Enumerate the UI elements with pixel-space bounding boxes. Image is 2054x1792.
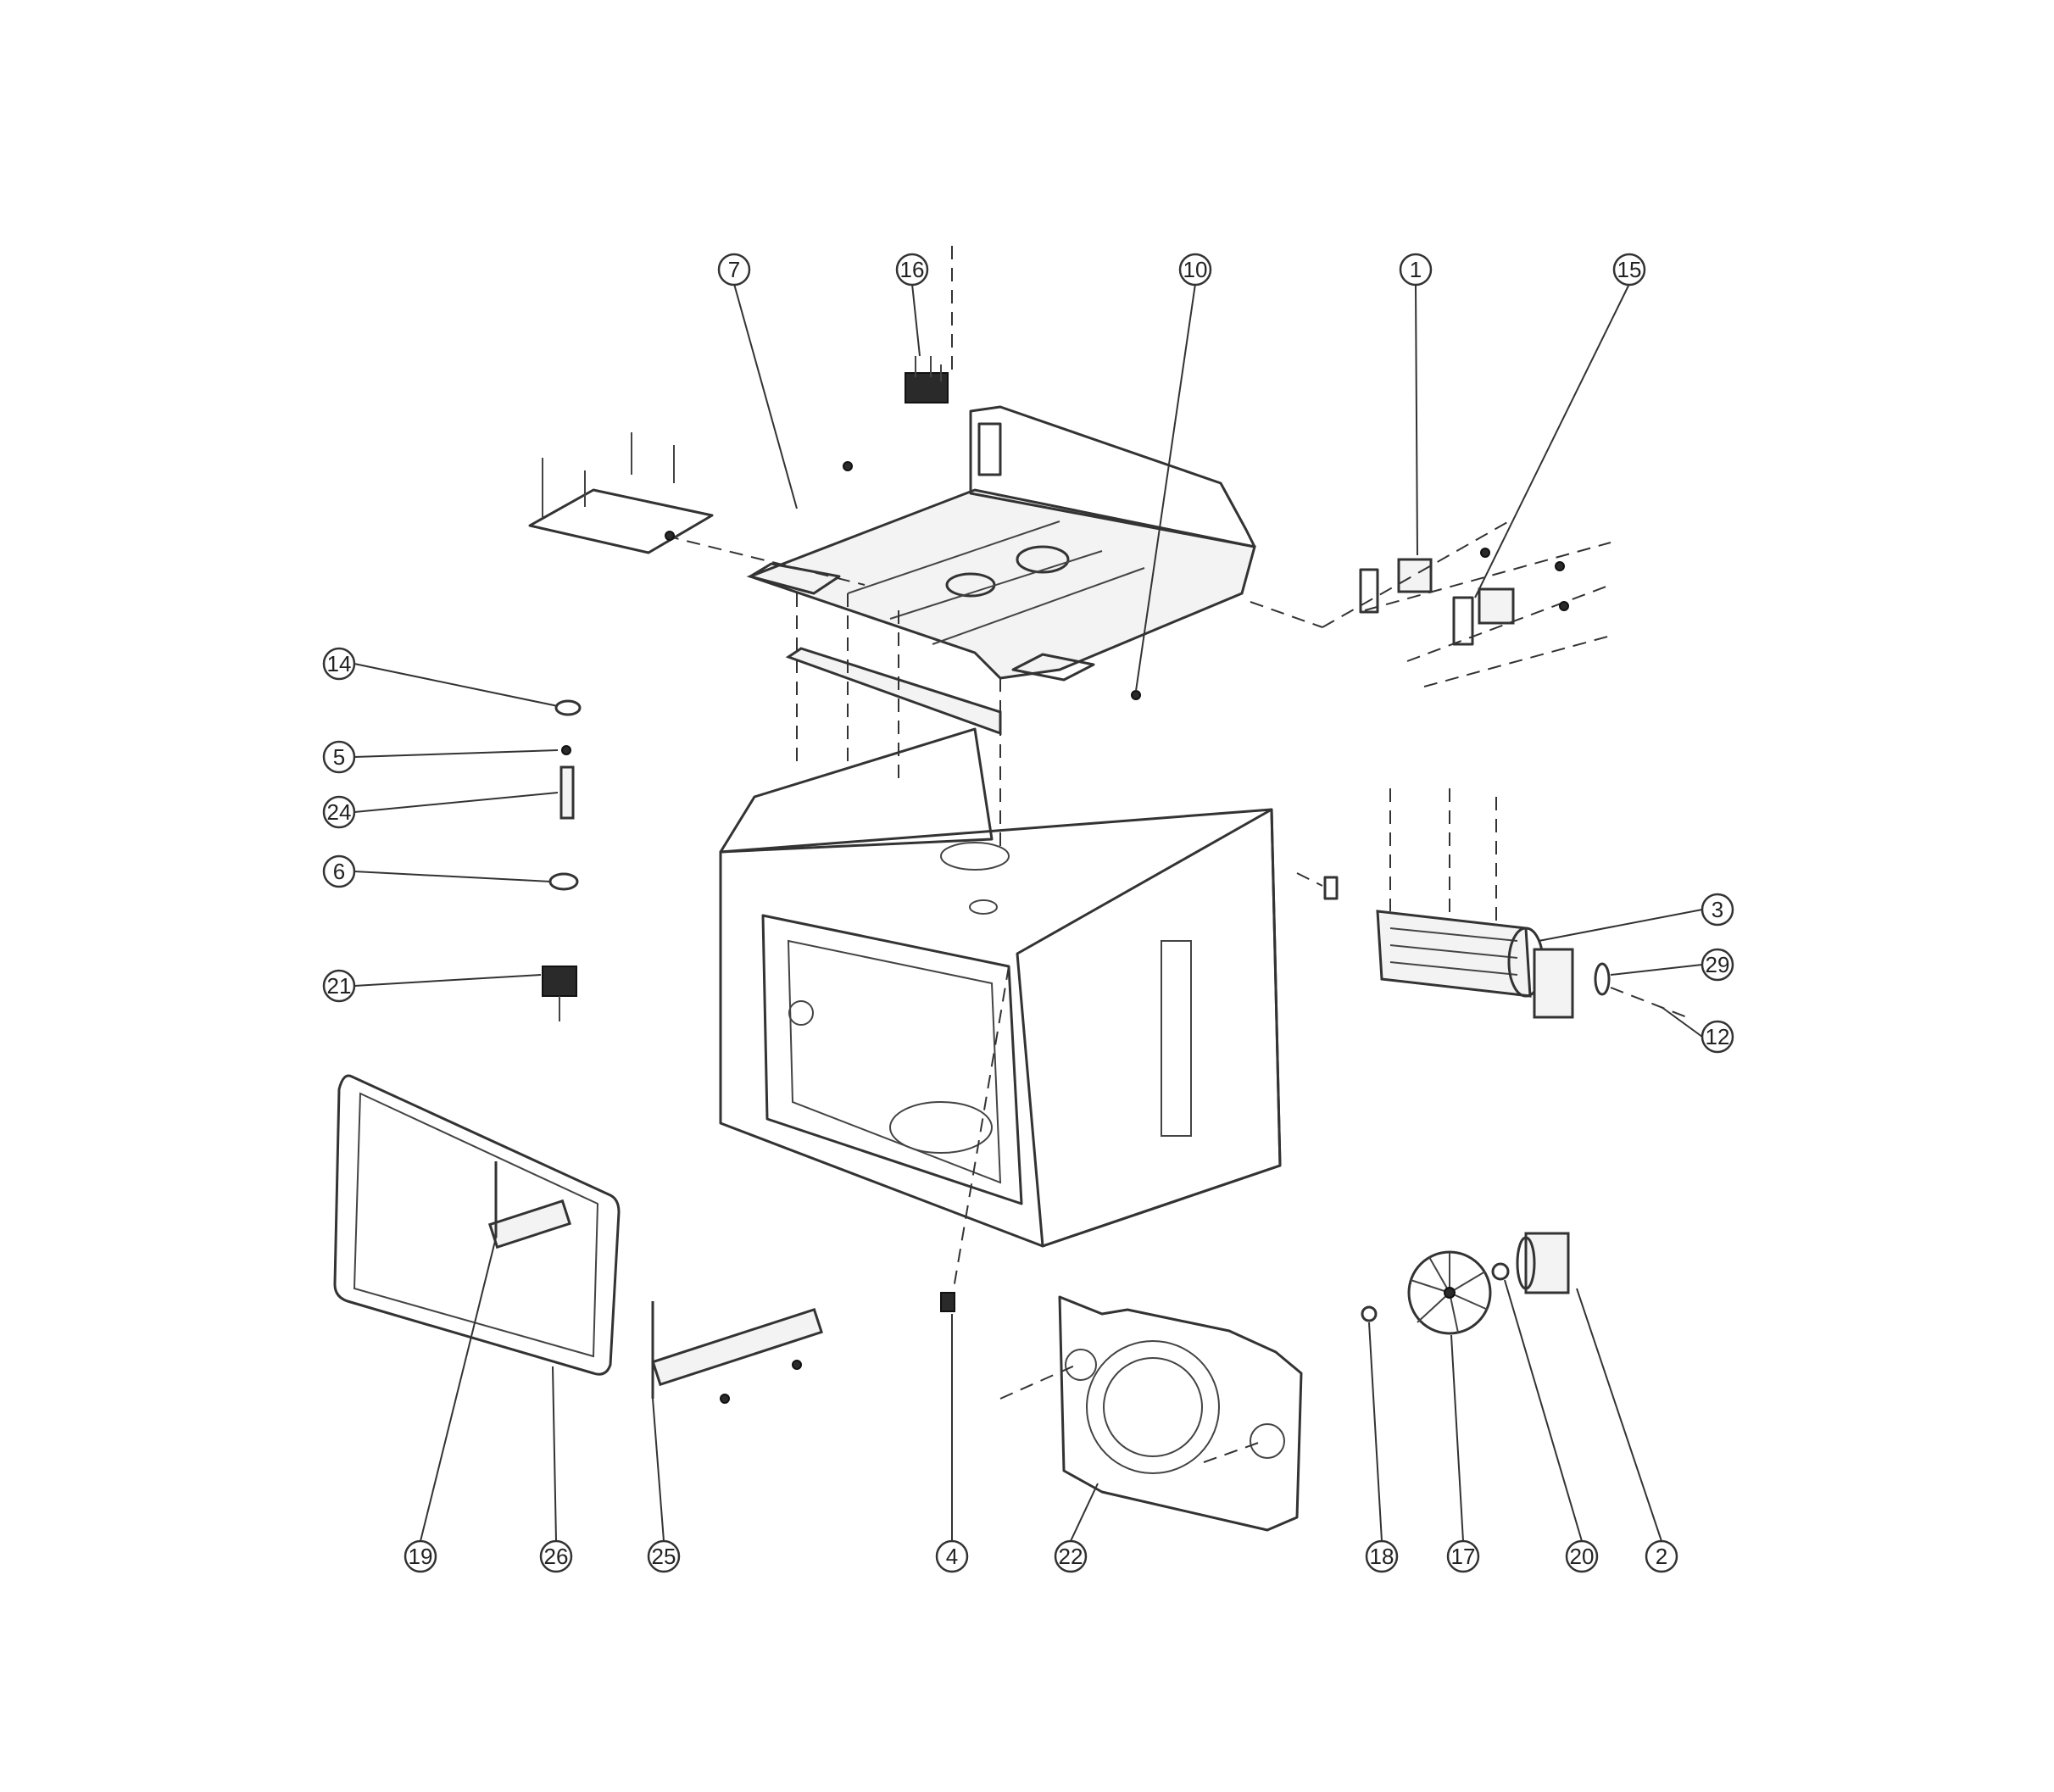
svg-text:15: 15	[1617, 257, 1642, 282]
top-plate-assembly	[528, 246, 1323, 848]
svg-text:18: 18	[1370, 1544, 1394, 1569]
svg-text:20: 20	[1570, 1544, 1595, 1569]
callout-12: 12	[1701, 1020, 1734, 1054]
svg-text:3: 3	[1712, 897, 1723, 922]
svg-text:2: 2	[1656, 1544, 1667, 1569]
callout-26: 26	[539, 1539, 573, 1573]
callout-1: 1	[1399, 253, 1433, 287]
fan-motor-assembly	[1296, 788, 1688, 1019]
convection-fan-parts	[1361, 1232, 1570, 1335]
callout-15: 15	[1612, 253, 1646, 287]
callout-10: 10	[1178, 253, 1212, 287]
svg-text:1: 1	[1410, 257, 1422, 282]
callout-21: 21	[322, 969, 356, 1003]
svg-text:6: 6	[333, 859, 345, 884]
svg-text:4: 4	[946, 1544, 958, 1569]
callout-3: 3	[1701, 893, 1734, 927]
svg-text:22: 22	[1059, 1544, 1083, 1569]
left-stack-parts	[542, 699, 582, 1021]
callout-17: 17	[1446, 1539, 1480, 1573]
svg-text:29: 29	[1706, 952, 1730, 977]
callout-7: 7	[717, 253, 751, 287]
svg-text:5: 5	[333, 744, 345, 770]
svg-text:10: 10	[1183, 257, 1208, 282]
callout-16: 16	[895, 253, 929, 287]
switch-assembly	[1322, 520, 1611, 687]
svg-text:7: 7	[728, 257, 740, 282]
svg-text:12: 12	[1706, 1024, 1730, 1049]
door-and-hinges	[333, 1074, 955, 1404]
callout-29: 29	[1701, 948, 1734, 982]
oven-cavity	[719, 727, 1282, 1289]
callout-22: 22	[1054, 1539, 1088, 1573]
callout-2: 2	[1645, 1539, 1678, 1573]
callout-25: 25	[647, 1539, 681, 1573]
callout-20: 20	[1565, 1539, 1599, 1573]
svg-text:25: 25	[652, 1544, 676, 1569]
svg-text:17: 17	[1451, 1544, 1476, 1569]
svg-text:26: 26	[544, 1544, 569, 1569]
svg-text:14: 14	[327, 651, 352, 676]
callout-6: 6	[322, 854, 356, 888]
svg-text:21: 21	[327, 973, 352, 999]
svg-text:24: 24	[327, 799, 352, 825]
callout-18: 18	[1365, 1539, 1399, 1573]
callout-5: 5	[322, 740, 356, 774]
callout-14: 14	[322, 647, 356, 681]
callout-19: 19	[404, 1539, 437, 1573]
callout-24: 24	[322, 795, 356, 829]
rear-panel	[999, 1295, 1303, 1532]
callout-4: 4	[935, 1539, 969, 1573]
leader-lines	[353, 283, 1703, 1542]
svg-text:16: 16	[900, 257, 925, 282]
svg-text:19: 19	[409, 1544, 433, 1569]
